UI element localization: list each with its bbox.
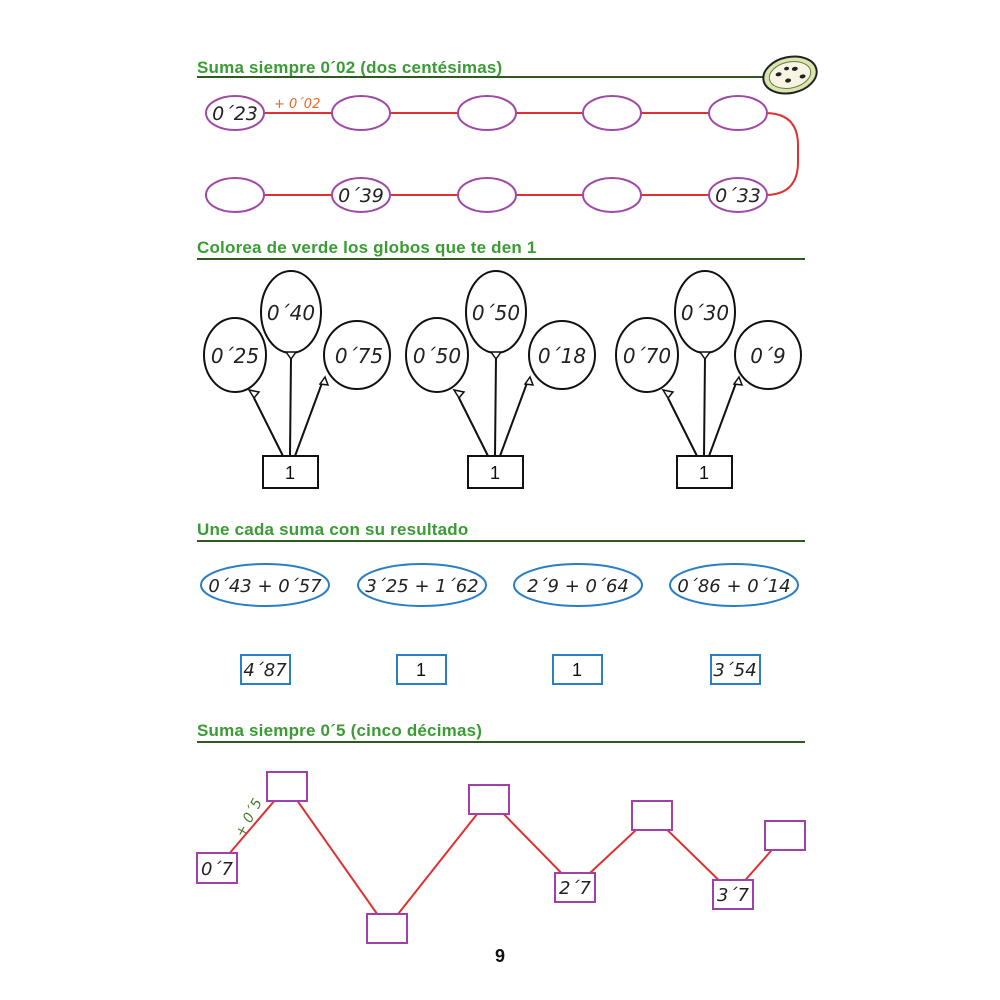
balloon-value: 0´75 [335, 344, 383, 368]
sum-expression: 2´9 + 0´64 [527, 576, 629, 597]
balloon-value: 0´50 [472, 301, 520, 325]
balloon-value: 0´40 [267, 301, 315, 325]
zigzag-box-3[interactable] [366, 913, 408, 944]
balloon[interactable]: 0´9 [732, 320, 802, 390]
balloon[interactable]: 0´70 [615, 317, 679, 400]
sum-oval-1[interactable]: 0´43 + 0´57 [200, 563, 330, 607]
balloon[interactable]: 0´40 [260, 270, 322, 361]
zigzag-box-1[interactable]: 0´7 [196, 852, 238, 884]
chain-oval-8[interactable] [457, 177, 517, 213]
sum-oval-3[interactable]: 2´9 + 0´64 [513, 563, 643, 607]
sum-expression: 3´25 + 1´62 [365, 576, 478, 597]
cherimoya-slice-icon [762, 55, 818, 95]
answer-box: 1 [676, 455, 733, 489]
balloon-value: 0´30 [681, 301, 729, 325]
chain-connector-curve [764, 112, 799, 196]
heading-suma-05: Suma siempre 0´5 (cinco décimas) [197, 721, 483, 740]
balloon[interactable]: 0´50 [405, 317, 469, 400]
zigzag-box-4[interactable] [468, 784, 510, 815]
oval-chain [235, 112, 799, 196]
zigzag-box-5[interactable]: 2´7 [554, 872, 596, 903]
balloon-value: 0´9 [750, 344, 785, 368]
balloon[interactable]: 0´50 [465, 270, 527, 361]
balloon-value: 0´50 [413, 344, 461, 368]
sum-oval-4[interactable]: 0´86 + 0´14 [669, 563, 799, 607]
balloon[interactable]: 0´30 [674, 270, 736, 361]
result-box-1[interactable]: 4´87 [240, 654, 291, 685]
zigzag-value: 3´7 [717, 885, 749, 906]
chain-oval-2[interactable] [331, 95, 391, 131]
chain-oval-1[interactable]: 0´23 [205, 95, 265, 131]
heading-suma-002: Suma siempre 0´02 (dos centésimas) [197, 58, 503, 77]
chain-oval-9[interactable]: 0´39 [331, 177, 391, 213]
chain-oval-3[interactable] [457, 95, 517, 131]
result-value: 3´54 [713, 660, 756, 681]
step-label-002: + 0´02 [274, 97, 320, 112]
result-box-2[interactable]: 1 [396, 654, 447, 685]
zigzag-box-7[interactable]: 3´7 [712, 879, 754, 910]
result-box-3[interactable]: 1 [552, 654, 603, 685]
answer-box-value: 1 [699, 463, 709, 483]
zigzag-value: 2´7 [559, 878, 591, 899]
balloon-value: 0´70 [623, 344, 671, 368]
answer-box: 1 [467, 455, 524, 489]
sum-expression: 0´86 + 0´14 [677, 576, 790, 597]
answer-box-value: 1 [490, 463, 500, 483]
chain-value: 0´23 [212, 103, 258, 125]
balloon[interactable]: 0´18 [523, 320, 596, 390]
chain-value: 0´39 [338, 185, 384, 207]
answer-box-value: 1 [285, 463, 295, 483]
balloon-group-2: 0´50 0´50 0´18 1 [405, 270, 596, 489]
balloon-value: 0´18 [538, 344, 586, 368]
zigzag-value: 0´7 [201, 859, 233, 880]
chain-oval-7[interactable] [582, 177, 642, 213]
chain-oval-5[interactable] [708, 95, 768, 131]
page-number: 9 [494, 946, 505, 966]
balloon[interactable]: 0´75 [318, 320, 391, 390]
balloon-group-1: 0´25 0´40 0´75 1 [203, 270, 391, 489]
sum-expression: 0´43 + 0´57 [208, 576, 322, 597]
balloon-group-3: 0´70 0´30 0´9 1 [615, 270, 802, 489]
result-value: 1 [416, 660, 426, 680]
balloon[interactable]: 0´25 [203, 317, 267, 400]
balloon-value: 0´25 [211, 344, 259, 368]
chain-oval-6[interactable]: 0´33 [708, 177, 768, 213]
result-value: 1 [572, 660, 582, 680]
zigzag-box-6[interactable] [631, 800, 673, 831]
chain-oval-4[interactable] [582, 95, 642, 131]
result-box-4[interactable]: 3´54 [710, 654, 761, 685]
chain-value: 0´33 [715, 185, 761, 207]
zigzag-box-8[interactable] [764, 820, 806, 851]
heading-une-suma: Une cada suma con su resultado [197, 520, 469, 539]
sum-oval-2[interactable]: 3´25 + 1´62 [357, 563, 487, 607]
result-value: 4´87 [243, 660, 287, 681]
answer-box: 1 [262, 455, 319, 489]
zigzag-box-2[interactable] [266, 771, 308, 802]
heading-colorea-globos: Colorea de verde los globos que te den 1 [197, 238, 537, 257]
chain-oval-10[interactable] [205, 177, 265, 213]
